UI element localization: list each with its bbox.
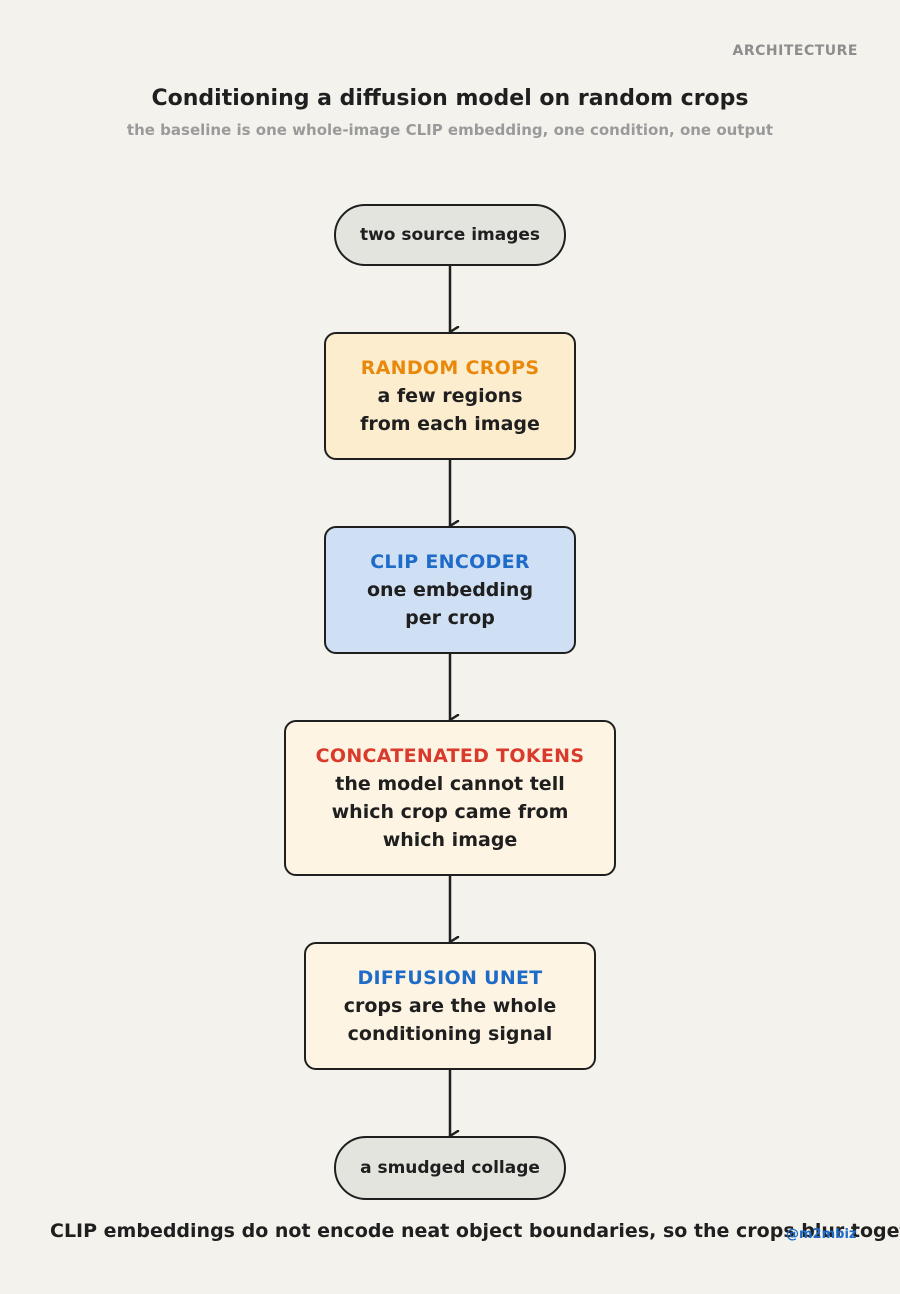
concatenated-tokens-line-1: the model cannot tell [335, 773, 565, 795]
diffusion-unet-heading: DIFFUSION UNET [357, 967, 543, 989]
random-crops-heading: RANDOM CROPS [360, 357, 540, 379]
smudged-collage-node: a smudged collage [334, 1136, 566, 1200]
diffusion-unet-line-1: crops are the whole [343, 995, 557, 1017]
diffusion-unet-node: DIFFUSION UNET crops are the whole condi… [304, 942, 596, 1070]
author-handle: @m2mbiz [786, 1227, 857, 1242]
smudged-collage-label: a smudged collage [360, 1158, 540, 1178]
clip-encoder-line-2: per crop [405, 607, 495, 629]
random-crops-line-1: a few regions [377, 385, 523, 407]
concatenated-tokens-line-2: which crop came from [331, 801, 569, 823]
clip-encoder-line-1: one embedding [366, 579, 534, 601]
clip-encoder-node: CLIP ENCODER one embedding per crop [324, 526, 576, 654]
diagram-subtitle: the baseline is one whole-image CLIP emb… [126, 121, 774, 139]
source-images-node: two source images [334, 204, 566, 266]
random-crops-node: RANDOM CROPS a few regions from each ima… [324, 332, 576, 460]
diagram-title: Conditioning a diffusion model on random… [151, 86, 749, 111]
concatenated-tokens-line-3: which image [382, 829, 518, 851]
section-tag: ARCHITECTURE [732, 43, 858, 59]
footer-caption: CLIP embeddings do not encode neat objec… [50, 1220, 900, 1242]
clip-encoder-heading: CLIP ENCODER [370, 551, 530, 573]
concatenated-tokens-node: CONCATENATED TOKENS the model cannot tel… [284, 720, 616, 876]
concatenated-tokens-heading: CONCATENATED TOKENS [315, 745, 585, 767]
source-images-label: two source images [359, 225, 541, 245]
random-crops-line-2: from each image [360, 413, 540, 435]
diffusion-unet-line-2: conditioning signal [347, 1023, 553, 1045]
